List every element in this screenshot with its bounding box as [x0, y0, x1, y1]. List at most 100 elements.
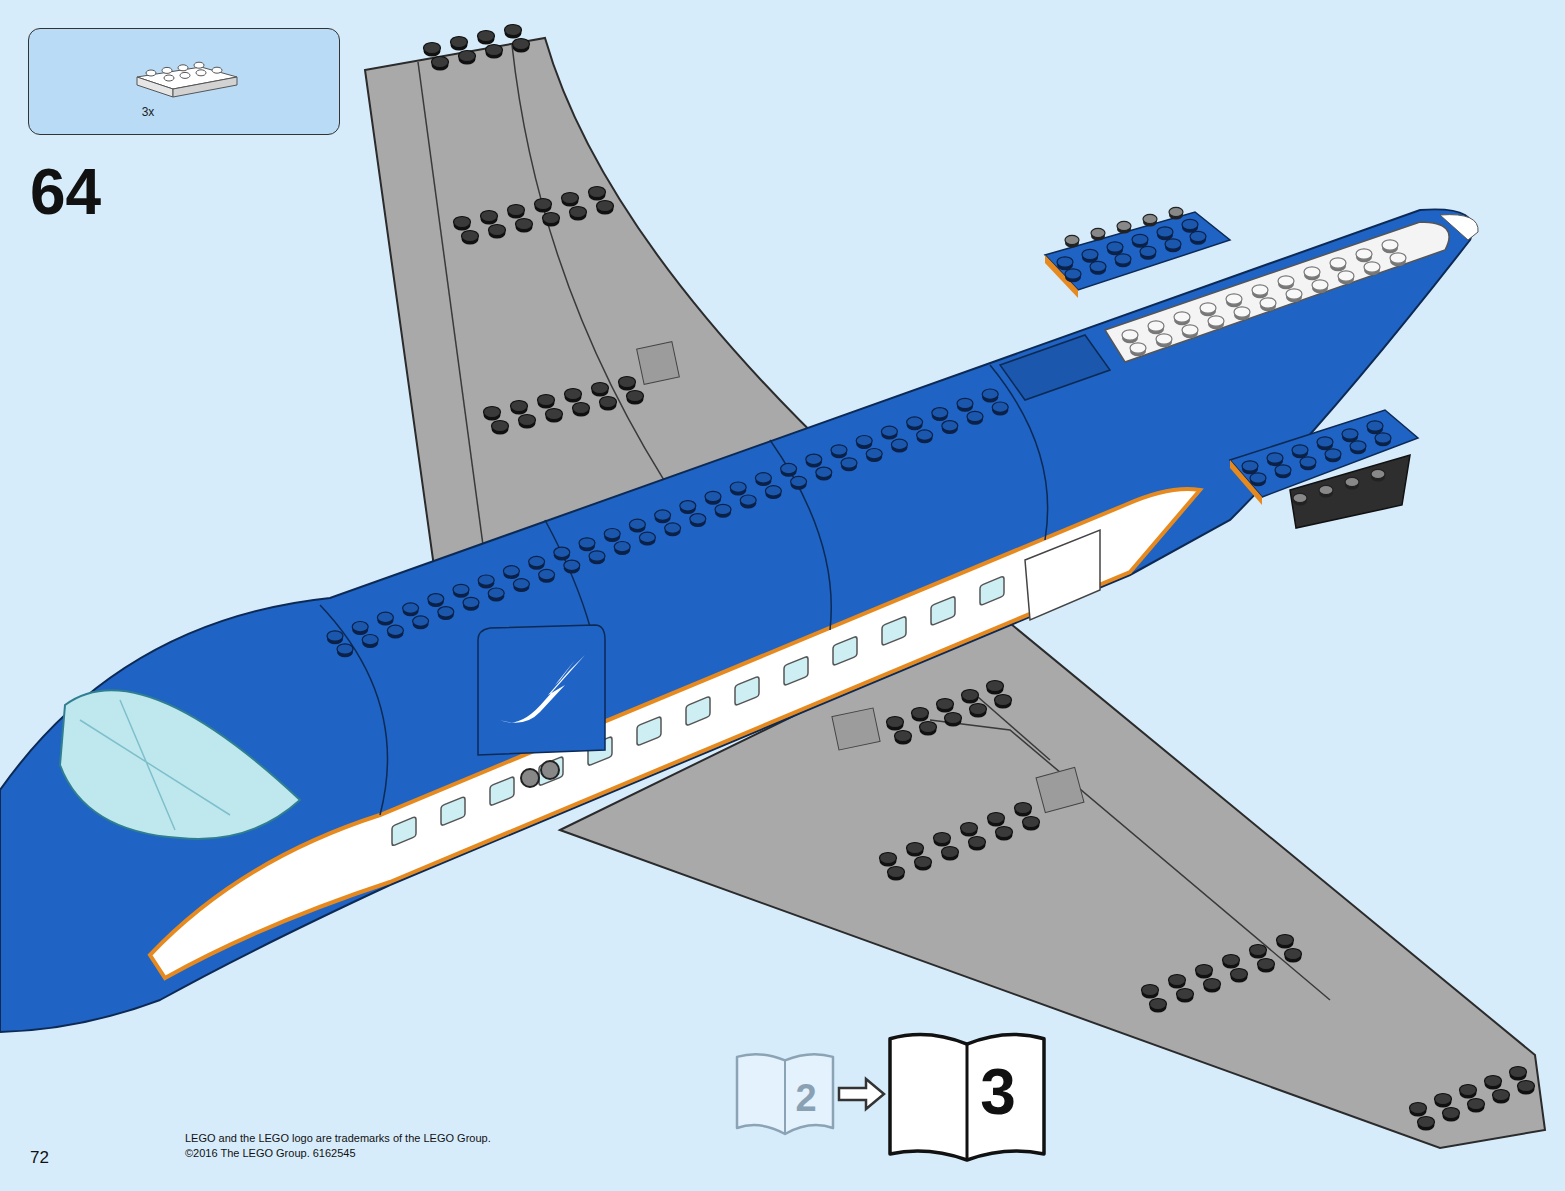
plane-part [413, 616, 429, 626]
plane-part [1204, 978, 1221, 989]
plane-part [1258, 958, 1275, 969]
book-page [737, 1054, 833, 1134]
plane-part [1510, 1066, 1527, 1077]
plane-part [1065, 235, 1079, 244]
plane-part [462, 230, 479, 241]
trademark-note: LEGO and the LEGO logo are trademarks of… [185, 1132, 491, 1145]
plane-part [1196, 964, 1213, 975]
plane-part [453, 584, 469, 594]
plane-part [1356, 249, 1372, 259]
plane-part [1230, 410, 1418, 497]
plane-part [1410, 1066, 1535, 1130]
plane-part [1345, 477, 1359, 486]
book-outline [888, 1028, 1046, 1162]
plane-part [1057, 257, 1073, 267]
plane-part [1090, 261, 1106, 271]
plane-part [1242, 421, 1391, 486]
plane-part [887, 680, 1012, 744]
plane-part [1226, 294, 1242, 304]
plane-part [1115, 254, 1131, 264]
plate-part [194, 62, 204, 68]
plane-part [1371, 469, 1385, 478]
plane-part [327, 631, 343, 641]
plane-part [781, 463, 797, 473]
plane-part [619, 376, 636, 387]
plane-part [680, 501, 696, 511]
step-number: 64 [30, 156, 101, 230]
plane-part [833, 636, 857, 666]
plane-part [428, 594, 444, 604]
plane-part [1130, 343, 1146, 353]
plane-part [770, 440, 831, 630]
plane-part [521, 769, 539, 787]
book-number: 3 [980, 1060, 1016, 1124]
plane-part [1157, 227, 1173, 237]
plane-part [969, 836, 986, 847]
plane-part [988, 812, 1005, 823]
plane-part [564, 560, 580, 570]
plane-part [488, 588, 504, 598]
plane-part [513, 38, 530, 49]
plane-part [1338, 271, 1354, 281]
plane-part [806, 454, 822, 464]
plane-part [831, 445, 847, 455]
plane-part [535, 198, 552, 209]
plane-part [539, 569, 555, 579]
plane-part [565, 388, 582, 399]
plane-part [490, 776, 514, 806]
plane-part [880, 802, 1040, 880]
plane-part [1142, 984, 1159, 995]
plane-part [992, 402, 1008, 412]
book-number: 2 [795, 1079, 816, 1117]
plane-part [1293, 469, 1385, 505]
plane-part [1304, 267, 1320, 277]
plane-part [1319, 485, 1333, 494]
plane-part [1000, 335, 1110, 400]
plane-part [730, 482, 746, 492]
plane-part [970, 690, 1050, 760]
plane-part [637, 342, 680, 385]
plane-part [500, 655, 585, 723]
plane-part [1330, 258, 1346, 268]
plane-part [1443, 1107, 1460, 1118]
plane-part [492, 420, 509, 431]
plane-part [392, 576, 1004, 846]
plane-part [937, 698, 954, 709]
copyright-note: ©2016 The LEGO Group. 6162545 [185, 1147, 356, 1160]
plane-part [1174, 312, 1190, 322]
plane-part [1122, 330, 1138, 340]
plane-part [1182, 219, 1198, 229]
plane-part [895, 730, 912, 741]
plane-part [1107, 242, 1123, 252]
plate-part [178, 65, 188, 71]
plane-part [541, 761, 559, 779]
plane-part [629, 519, 645, 529]
plane-part [655, 510, 671, 520]
plane-part [1231, 968, 1248, 979]
plane-part [489, 224, 506, 235]
plane-part [337, 644, 353, 654]
plane-part [1278, 276, 1294, 286]
plane-part [1122, 240, 1406, 356]
plane-part [392, 816, 416, 846]
plane-part [604, 529, 620, 539]
plane-part [352, 622, 368, 632]
plane-part [562, 192, 579, 203]
plane-part [478, 575, 494, 585]
part-quantity: 3x [142, 106, 155, 118]
plane-part [327, 207, 1406, 657]
plane-part [912, 707, 929, 718]
plane-part [80, 700, 230, 830]
plane-part [1390, 253, 1406, 263]
plane-part [519, 414, 536, 425]
plane-part [481, 210, 498, 221]
plane-part [1142, 934, 1302, 1012]
plane-part [832, 708, 880, 750]
plane-part [573, 402, 590, 413]
plane-part [665, 523, 681, 533]
plane-part [511, 400, 528, 411]
plane-part [1023, 816, 1040, 827]
plane-part [546, 408, 563, 419]
